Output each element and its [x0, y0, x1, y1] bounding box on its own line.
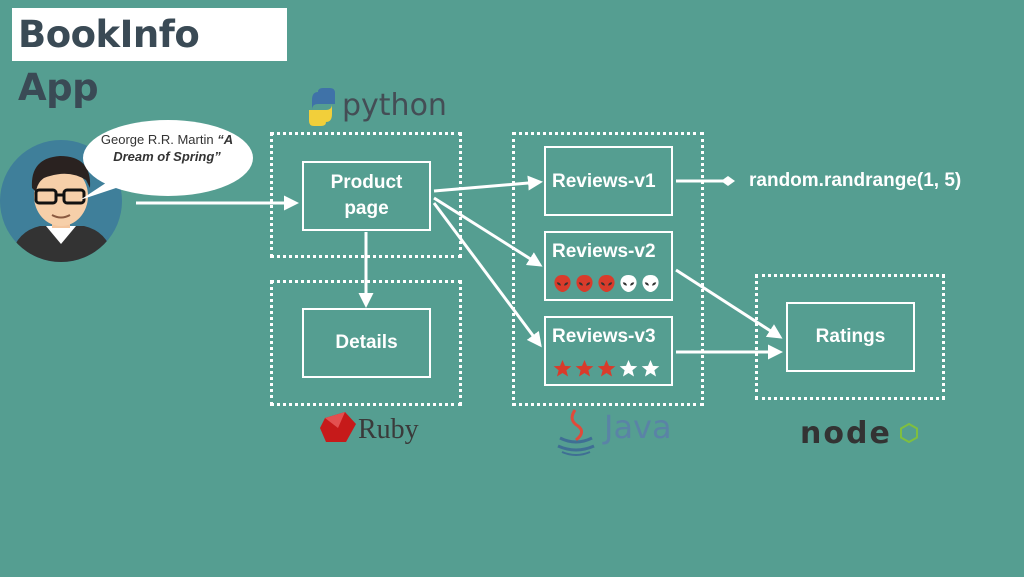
reviews-v2-ratings	[553, 274, 660, 293]
reviews-v2-label: Reviews-v2	[552, 241, 656, 262]
reviews-v1-call-label: random.randrange(1, 5)	[749, 170, 962, 191]
productpage-service[interactable]: Product page	[302, 161, 431, 231]
quote-author: George R.R. Martin	[100, 132, 214, 147]
reviews-v3-service[interactable]: Reviews-v3	[544, 316, 673, 386]
reviews-v1-service[interactable]: Reviews-v1	[544, 146, 673, 216]
page-title: BookInfo App	[12, 8, 287, 109]
alien-icon	[598, 274, 615, 293]
star-icon	[553, 359, 572, 377]
alien-icon	[642, 274, 659, 293]
arrow-diamond-end	[721, 176, 735, 186]
star-icon	[641, 359, 660, 377]
python-label: python	[342, 88, 447, 123]
alien-icon	[576, 274, 593, 293]
node-label: node	[800, 416, 892, 451]
ratings-service[interactable]: Ratings	[786, 302, 915, 372]
reviews-v3-label: Reviews-v3	[552, 326, 656, 347]
star-icon	[575, 359, 594, 377]
productpage-label: Product page	[330, 172, 403, 219]
alien-icon	[554, 274, 571, 293]
details-label: Details	[335, 332, 398, 353]
reviews-v1-label: Reviews-v1	[552, 171, 656, 192]
star-icon	[597, 359, 616, 377]
reviews-v3-ratings	[553, 359, 660, 378]
star-icon	[619, 359, 638, 377]
ruby-label: Ruby	[358, 414, 419, 445]
quote-book: “A Dream of Spring”	[113, 132, 234, 164]
reviews-v2-service[interactable]: Reviews-v2	[544, 231, 673, 301]
java-label: Java	[604, 408, 672, 446]
ratings-label: Ratings	[815, 326, 886, 347]
alien-icon	[620, 274, 637, 293]
user-quote: George R.R. Martin “A Dream of Spring”	[98, 131, 236, 165]
details-service[interactable]: Details	[302, 308, 431, 378]
